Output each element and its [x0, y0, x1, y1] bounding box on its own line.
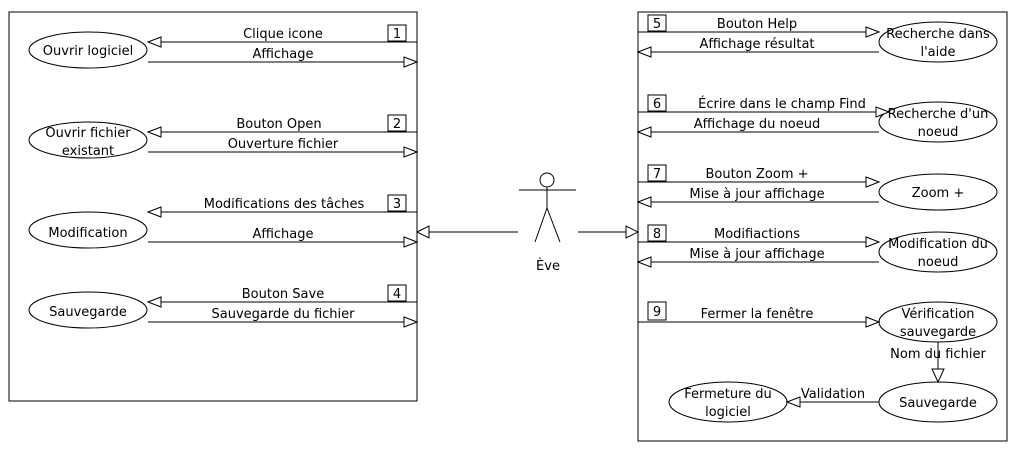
svg-text:sauvegarde: sauvegarde: [900, 325, 976, 340]
svg-text:Sauvegarde du fichier: Sauvegarde du fichier: [211, 307, 355, 322]
svg-text:Sauvegarde: Sauvegarde: [899, 396, 977, 411]
svg-text:Recherche d'un: Recherche d'un: [888, 107, 989, 122]
left-message-3: 3 Modifications des tâches: [146, 194, 417, 218]
left-message-sauvegarde-fichier: Sauvegarde du fichier: [148, 307, 419, 328]
svg-text:Ouvrir fichier: Ouvrir fichier: [45, 126, 131, 141]
left-message-affichage-1: Affichage: [148, 47, 419, 68]
svg-text:Bouton Open: Bouton Open: [236, 117, 321, 132]
svg-text:Validation: Validation: [801, 387, 865, 402]
svg-text:Modifiactions: Modifiactions: [714, 227, 800, 242]
right-message-9: 9 Fermer la fenêtre: [638, 301, 881, 328]
svg-text:Écrire dans le champ Find: Écrire dans le champ Find: [698, 96, 866, 112]
svg-text:Vérification: Vérification: [901, 307, 974, 322]
svg-text:9: 9: [653, 305, 661, 320]
left-system-box: [8, 11, 418, 402]
svg-text:Affichage du noeud: Affichage du noeud: [694, 117, 821, 132]
svg-text:Ouverture fichier: Ouverture fichier: [228, 137, 339, 152]
svg-text:Recherche dans: Recherche dans: [886, 27, 990, 42]
svg-text:Affichage: Affichage: [252, 227, 313, 242]
left-message-affichage-2: Affichage: [148, 227, 419, 248]
svg-text:1: 1: [393, 27, 401, 42]
svg-text:Mise à jour affichage: Mise à jour affichage: [689, 187, 824, 202]
svg-text:Bouton Zoom +: Bouton Zoom +: [705, 167, 808, 182]
right-message-maj-affichage-1: Mise à jour affichage: [636, 187, 879, 208]
svg-text:2: 2: [393, 117, 401, 132]
right-usecase-modification-noeud: Modification du noeud: [878, 231, 998, 273]
left-usecase-sauvegarde: Sauvegarde: [28, 291, 148, 329]
svg-text:Modification du: Modification du: [888, 237, 988, 252]
svg-text:Mise à jour affichage: Mise à jour affichage: [689, 247, 824, 262]
svg-text:Clique icone: Clique icone: [243, 27, 323, 42]
right-message-8: 8 Modifiactions: [638, 224, 881, 248]
actor-eve: Ève: [519, 172, 576, 274]
svg-text:Bouton Save: Bouton Save: [242, 287, 324, 302]
svg-text:Modifications des tâches: Modifications des tâches: [204, 197, 365, 212]
right-message-maj-affichage-2: Mise à jour affichage: [636, 247, 879, 268]
svg-text:Nom du fichier: Nom du fichier: [890, 347, 986, 362]
svg-text:6: 6: [653, 97, 661, 112]
svg-text:noeud: noeud: [918, 255, 959, 270]
right-message-validation: Validation: [785, 387, 879, 408]
svg-text:logiciel: logiciel: [705, 405, 751, 420]
svg-text:existant: existant: [62, 144, 114, 159]
left-usecase-ouvrir-logiciel: Ouvrir logiciel: [28, 31, 148, 69]
left-usecase-modification: Modification: [28, 211, 148, 249]
right-system-box: [637, 11, 1008, 442]
svg-text:Affichage résultat: Affichage résultat: [699, 37, 814, 52]
right-usecase-sauvegarde: Sauvegarde: [878, 381, 998, 423]
right-message-7: 7 Bouton Zoom +: [638, 164, 881, 188]
svg-text:4: 4: [393, 287, 401, 302]
svg-text:Ouvrir logiciel: Ouvrir logiciel: [43, 44, 133, 59]
left-message-1: 1 Clique icone: [146, 24, 417, 48]
actor-to-left-arrowhead: [415, 225, 430, 239]
left-usecase-ouvrir-fichier: Ouvrir fichier existant: [28, 121, 148, 159]
svg-text:7: 7: [653, 167, 661, 182]
svg-text:Modification: Modification: [48, 226, 127, 241]
actor-to-right-arrowhead: [625, 225, 640, 239]
svg-text:l'aide: l'aide: [920, 45, 955, 60]
svg-text:Affichage: Affichage: [252, 47, 313, 62]
svg-text:Sauvegarde: Sauvegarde: [49, 305, 127, 320]
right-message-5: 5 Bouton Help: [638, 14, 881, 38]
left-message-2: 2 Bouton Open: [146, 114, 417, 138]
svg-text:3: 3: [393, 197, 401, 212]
actor-name: Ève: [536, 258, 560, 274]
svg-text:Bouton Help: Bouton Help: [717, 17, 797, 32]
svg-text:Zoom +: Zoom +: [912, 186, 965, 201]
left-message-ouverture: Ouverture fichier: [148, 137, 419, 158]
svg-text:8: 8: [653, 227, 661, 242]
svg-text:Fermer la fenêtre: Fermer la fenêtre: [701, 307, 814, 322]
right-usecase-fermeture: Fermeture du logiciel: [668, 381, 788, 423]
svg-text:5: 5: [653, 17, 661, 32]
svg-text:Fermeture du: Fermeture du: [684, 387, 772, 402]
right-usecase-recherche-aide: Recherche dans l'aide: [878, 21, 998, 63]
right-usecase-zoom: Zoom +: [878, 173, 998, 211]
right-message-6: 6 Écrire dans le champ Find: [638, 94, 891, 118]
svg-text:noeud: noeud: [918, 125, 959, 140]
left-message-4: 4 Bouton Save: [146, 284, 417, 308]
right-message-affichage-noeud: Affichage du noeud: [636, 117, 879, 138]
right-message-nom-fichier: Nom du fichier: [890, 342, 986, 384]
right-message-affichage-resultat: Affichage résultat: [636, 37, 879, 58]
right-usecase-verification: Vérification sauvegarde: [878, 301, 998, 343]
right-usecase-recherche-noeud: Recherche d'un noeud: [878, 101, 998, 143]
